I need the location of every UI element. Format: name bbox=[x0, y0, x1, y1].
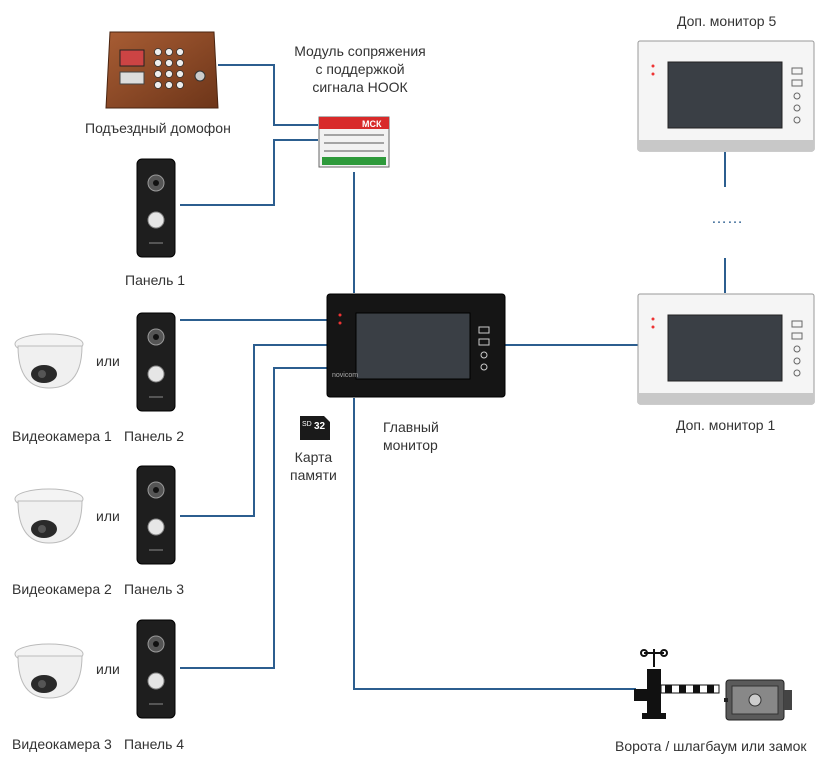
extra-monitor1-label: Доп. монитор 1 bbox=[676, 417, 776, 433]
call-panel-icon bbox=[136, 619, 176, 724]
wire-panel1-module bbox=[180, 139, 318, 206]
panel1-label: Панель 1 bbox=[125, 272, 186, 288]
wire-panel3-main bbox=[180, 344, 330, 517]
main-monitor-icon bbox=[326, 293, 506, 403]
svg-text:SD: SD bbox=[302, 421, 312, 428]
panel3-label: Панель 3 bbox=[124, 581, 185, 597]
wire-main-gate bbox=[353, 398, 636, 690]
or-label-1: или bbox=[96, 353, 120, 369]
main-monitor-label-line1: Главный bbox=[383, 419, 439, 435]
or-label-2: или bbox=[96, 508, 120, 524]
extra-monitor5-icon bbox=[637, 40, 815, 157]
wire-intercom-module bbox=[218, 64, 318, 126]
sd-card-icon: SD 32 bbox=[299, 415, 331, 446]
dome-camera-icon bbox=[12, 330, 86, 397]
dome-camera-icon bbox=[12, 485, 86, 552]
call-panel-icon bbox=[136, 158, 176, 263]
interface-module-icon: МСК bbox=[318, 113, 390, 176]
main-monitor-label-line2: монитор bbox=[383, 437, 438, 453]
brand-main: novicom bbox=[332, 372, 359, 379]
module-label-line2: с поддержкой bbox=[315, 61, 405, 77]
wire-panel4-main bbox=[180, 367, 330, 669]
interface-module-label: Модуль сопряжения с поддержкой сигнала Н… bbox=[290, 42, 430, 96]
camera3-label: Видеокамера 3 bbox=[12, 736, 112, 752]
memory-card-label-line2: памяти bbox=[290, 467, 337, 483]
panel2-label: Панель 2 bbox=[124, 428, 185, 444]
entrance-intercom-label: Подъездный домофон bbox=[85, 120, 231, 136]
gate-lock-label: Ворота / шлагбаум или замок bbox=[615, 738, 807, 754]
extra-monitor1-icon bbox=[637, 293, 815, 410]
call-panel-icon bbox=[136, 465, 176, 570]
memory-card-label-line1: Карта bbox=[294, 449, 333, 465]
main-monitor-label: Главный монитор bbox=[383, 418, 439, 454]
electric-lock-icon bbox=[722, 678, 794, 727]
dome-camera-icon bbox=[12, 640, 86, 707]
sd-capacity-text: 32 bbox=[314, 421, 326, 432]
camera1-label: Видеокамера 1 bbox=[12, 428, 112, 444]
barrier-icon bbox=[632, 645, 722, 726]
module-label-line3: сигнала НООК bbox=[312, 79, 408, 95]
more-monitors-dots: …… bbox=[711, 210, 743, 227]
camera2-label: Видеокамера 2 bbox=[12, 581, 112, 597]
panel4-label: Панель 4 bbox=[124, 736, 185, 752]
memory-card-label: Карта памяти bbox=[290, 448, 337, 484]
intercom-icon bbox=[104, 30, 220, 117]
module-brand-text: МСК bbox=[362, 119, 382, 129]
module-label-line1: Модуль сопряжения bbox=[294, 43, 426, 59]
extra-monitor5-label: Доп. монитор 5 bbox=[677, 13, 777, 29]
or-label-3: или bbox=[96, 661, 120, 677]
call-panel-icon bbox=[136, 312, 176, 417]
